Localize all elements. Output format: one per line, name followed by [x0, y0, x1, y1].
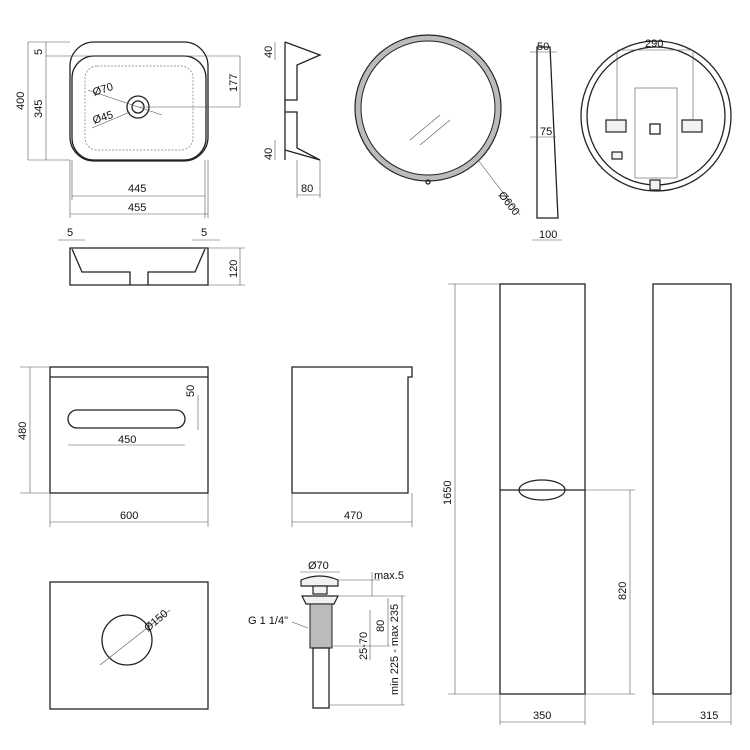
tall-cabinet-side-view: 315 [652, 283, 732, 725]
label-front-left: 5 [67, 227, 73, 239]
drain-cap-icon [300, 575, 339, 587]
label-drain-total: min 225 - max 235 [389, 604, 401, 695]
label-cabinet-width: 600 [120, 510, 138, 522]
label-side-depth: 80 [301, 183, 313, 195]
label-front-right: 5 [201, 227, 207, 239]
drain-view: Ø70 max.5 G 1 1/4" 80 25-70 min 225 - ma… [248, 560, 405, 709]
label-mirror-diameter: Ø600 [496, 189, 522, 218]
label-height-inner: 345 [33, 100, 45, 118]
basin-top-view: Ø70 Ø45 400 5 345 177 445 455 [15, 41, 241, 218]
cabinet-front-view: 480 50 450 600 [17, 366, 209, 527]
label-cabinet-height: 480 [17, 422, 29, 440]
label-drain-outer: Ø70 [91, 81, 114, 99]
label-drain-inner: Ø45 [91, 109, 114, 127]
label-mirror-top: 50 [537, 41, 549, 53]
label-width-inner: 445 [128, 183, 146, 195]
drawer-handle-icon [67, 409, 186, 429]
label-rim: 5 [33, 49, 45, 55]
label-side-top: 40 [263, 46, 275, 58]
label-mirror-mid: 75 [540, 126, 552, 138]
touch-switch-icon [425, 179, 431, 185]
label-handle-height: 50 [185, 385, 197, 397]
label-bracket-spacing: 290 [645, 38, 663, 50]
label-tall-handle-height: 820 [617, 582, 629, 600]
drain-hole-icon [101, 614, 153, 666]
mirror-front-view: Ø600 [354, 34, 522, 218]
bracket-left-icon [605, 119, 627, 133]
label-tall-height: 1650 [442, 481, 454, 505]
label-cabinet-depth: 470 [344, 510, 362, 522]
label-drain-lift: max.5 [374, 570, 404, 582]
tall-cabinet-front-view: 1650 820 350 [442, 283, 635, 725]
power-box-icon [649, 179, 661, 191]
label-tall-depth: 315 [700, 710, 718, 722]
label-drain-cap: Ø70 [308, 560, 329, 572]
label-width-outer: 455 [128, 202, 146, 214]
label-drain-range: 25-70 [358, 632, 370, 660]
label-tall-width: 350 [533, 710, 551, 722]
label-handle-width: 450 [118, 434, 136, 446]
label-hole-diameter: Ø150 [142, 608, 170, 634]
handle-icon [518, 479, 566, 501]
mirror-back-view: 290 [580, 38, 732, 192]
label-side-bottom: 40 [263, 148, 275, 160]
cabinet-side-view: 470 [291, 366, 413, 527]
basin-front-view: 5 5 120 [58, 227, 245, 286]
cabinet-top-view: Ø150 [49, 581, 209, 710]
label-drain-body: 80 [375, 620, 387, 632]
basin-side-view: 40 40 80 [263, 41, 322, 198]
label-front-height: 120 [228, 260, 240, 278]
label-drain-thread: G 1 1/4" [248, 615, 288, 627]
label-mirror-bottom: 100 [539, 229, 557, 241]
thread-icon [309, 603, 333, 649]
bracket-right-icon [681, 119, 703, 133]
mirror-side-view: 50 75 100 [530, 41, 562, 241]
label-drain-offset: 177 [228, 74, 240, 92]
label-height-outer: 400 [15, 92, 27, 110]
